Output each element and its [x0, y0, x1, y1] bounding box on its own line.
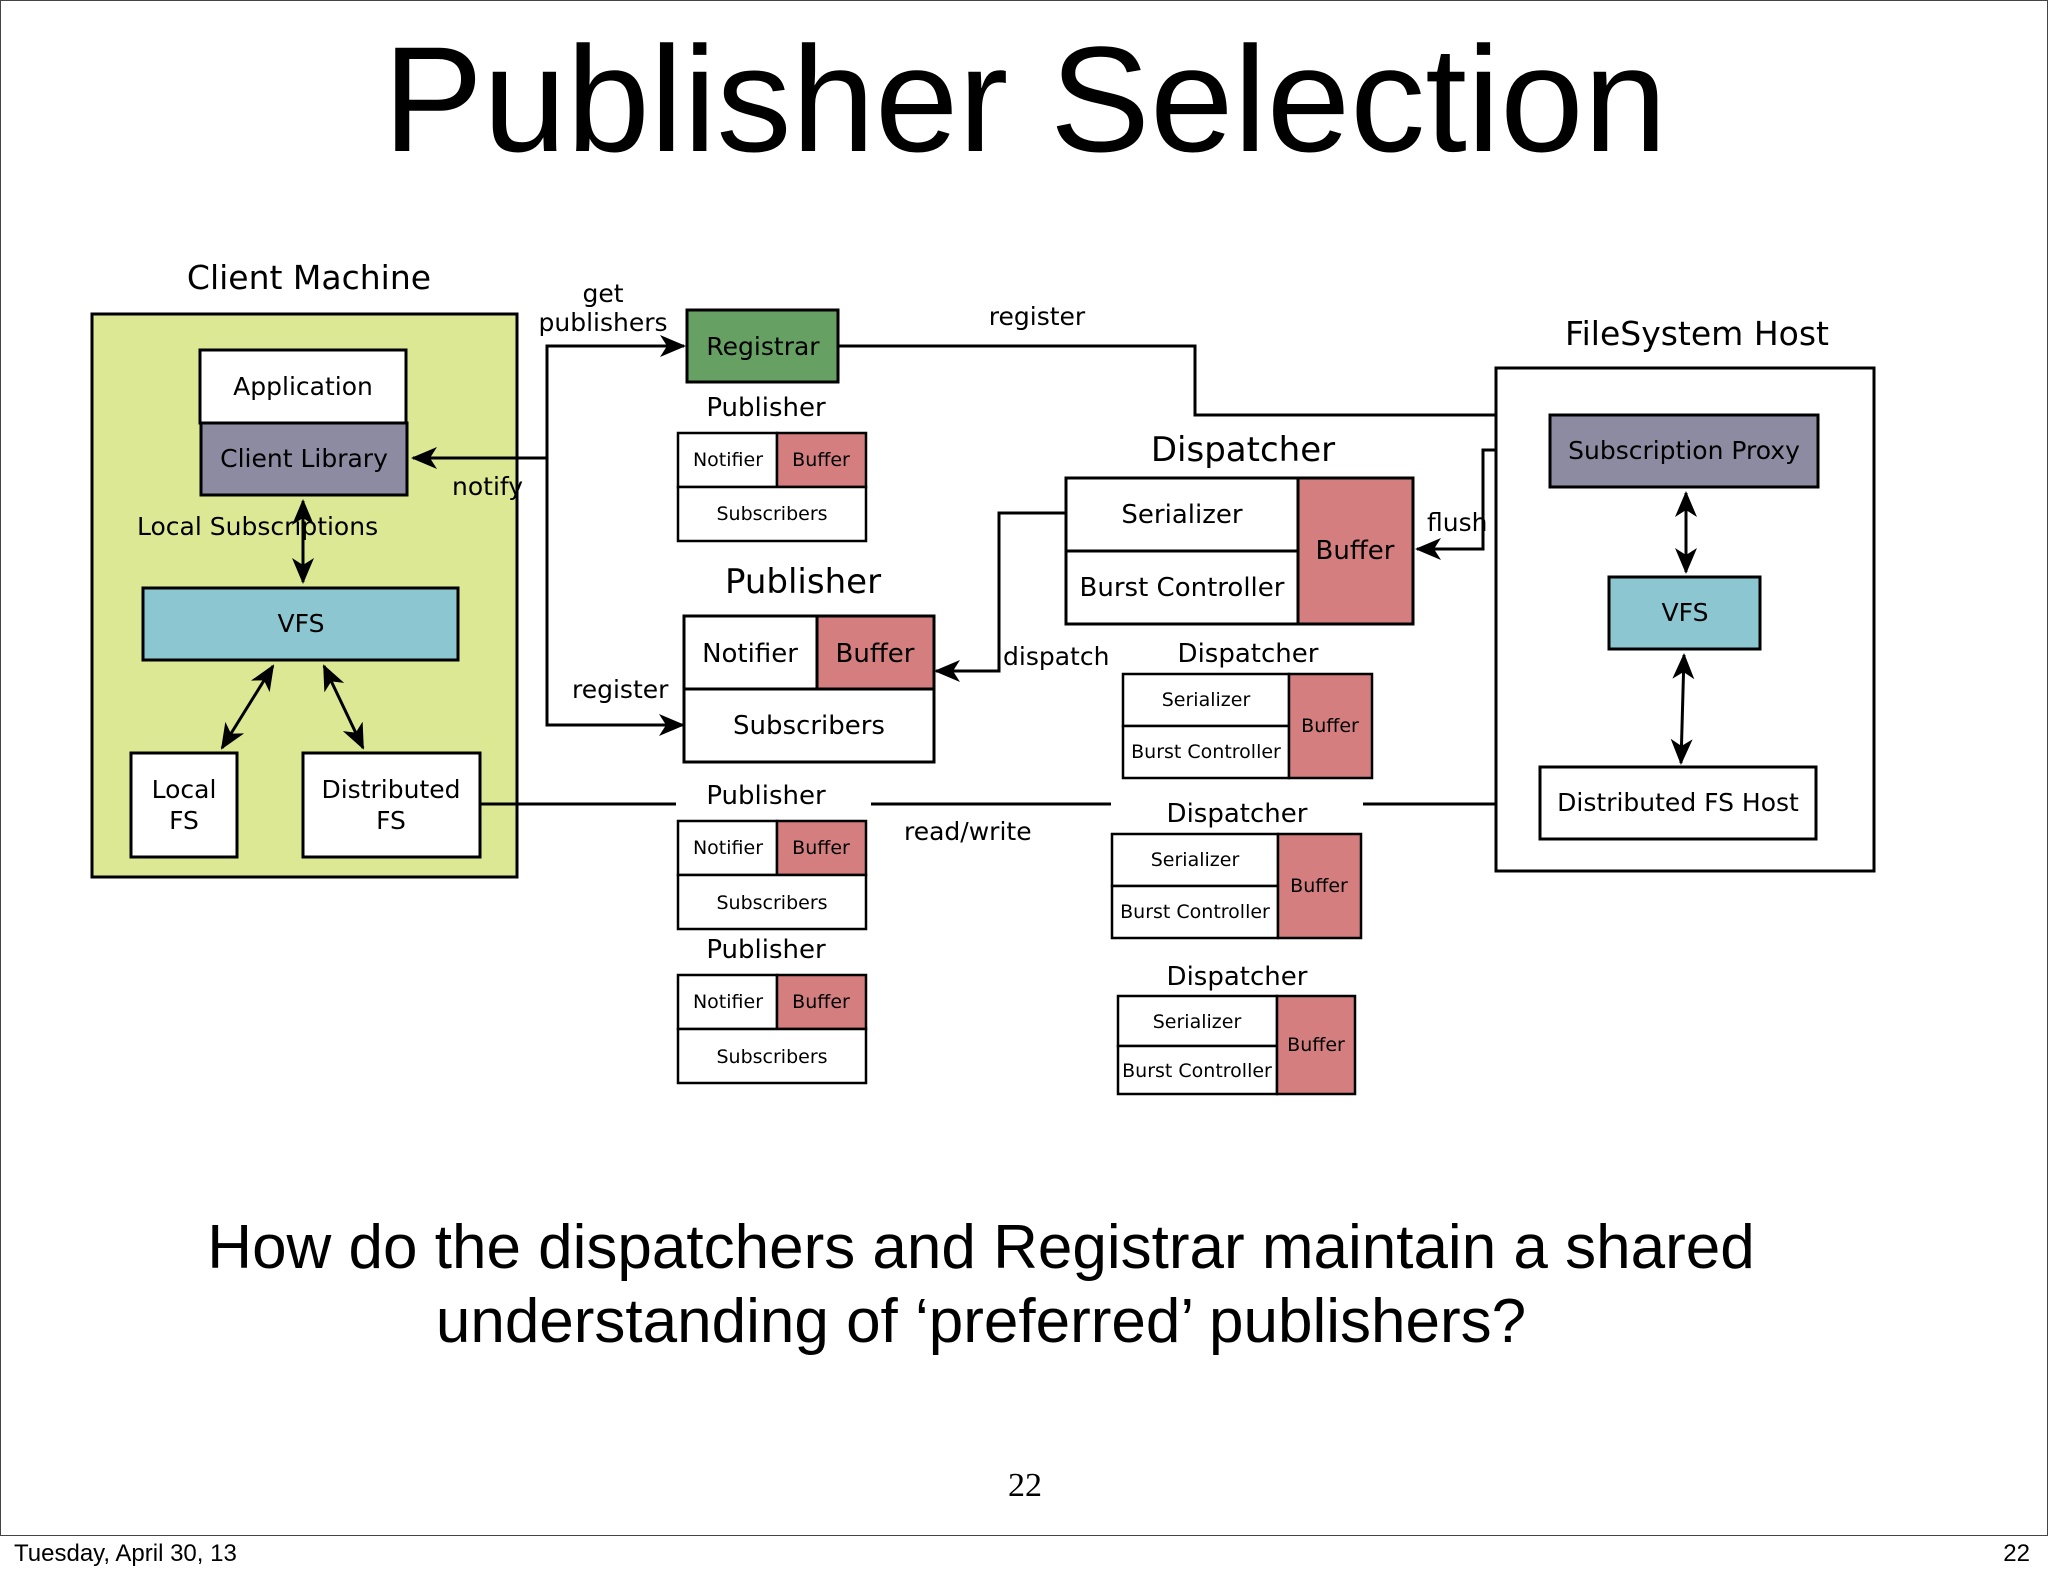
dispatcher-1-serializer-box — [1064, 476, 1300, 553]
dispatcher-2-serializer: Serializer — [1162, 689, 1251, 711]
vfs-dfshost-arrow — [1670, 653, 1695, 765]
architecture-diagram: Client Machine Application Client Librar… — [90, 258, 1876, 1096]
publisher-1-title: Publisher — [706, 393, 826, 423]
dispatcher-3-burst: Burst Controller — [1120, 901, 1270, 923]
client-library-label: Client Library — [220, 444, 388, 473]
publisher-4-buffer: Buffer — [792, 991, 850, 1013]
notify-label: notify — [452, 472, 523, 501]
distributed-fs-host-box — [1538, 765, 1818, 841]
publisher-1-subscribers-box — [676, 485, 868, 543]
publisher-2-buffer: Buffer — [836, 639, 915, 669]
register-top-connector — [838, 344, 1549, 426]
get-publishers-label-line1: get — [582, 279, 623, 308]
publisher-2-subscribers: Subscribers — [733, 711, 885, 741]
footer-page-number: 22 — [2003, 1540, 2030, 1567]
publisher-2-title: Publisher — [725, 562, 881, 602]
register-left-label: register — [572, 675, 669, 704]
registrar-label: Registrar — [706, 332, 820, 361]
read-write-label: read/write — [904, 817, 1032, 846]
publisher-2-subscribers-box — [682, 687, 936, 764]
publisher-4-title: Publisher — [706, 935, 826, 965]
vfs-localfs-arrow — [220, 664, 275, 750]
dispatcher-2-burst: Burst Controller — [1131, 741, 1281, 763]
get-publishers-connector — [545, 335, 686, 458]
host-vfs-label: VFS — [1662, 598, 1709, 627]
publisher-1-notifier: Notifier — [693, 449, 763, 471]
publisher-4-notifier: Notifier — [693, 991, 763, 1013]
dispatcher-4-buffer-box — [1275, 994, 1357, 1096]
get-publishers-label-line2: publishers — [538, 308, 667, 337]
distributed-fs-host-label: Distributed FS Host — [1557, 788, 1799, 817]
dispatcher-4-title: Dispatcher — [1167, 962, 1308, 992]
dispatcher-4-burst: Burst Controller — [1122, 1060, 1272, 1082]
local-subscriptions-label: Local Subscriptions — [137, 512, 378, 541]
publisher-1-notifier-box — [676, 431, 779, 489]
question-line-2: understanding of ‘preferred’ publishers? — [435, 1287, 1527, 1356]
distributed-fs-box — [301, 751, 482, 859]
vfs-distfs-arrow — [322, 664, 365, 750]
application-label: Application — [233, 372, 373, 401]
dispatcher-3-buffer-box — [1276, 832, 1363, 940]
dispatcher-3-serializer: Serializer — [1151, 849, 1240, 871]
publisher-3-buffer: Buffer — [792, 837, 850, 859]
register-left-connector — [545, 458, 685, 736]
filesystem-host-title: FileSystem Host — [1565, 314, 1829, 353]
publisher-2-buffer-box — [815, 614, 936, 691]
dispatcher-1-title: Dispatcher — [1151, 430, 1335, 470]
dispatcher-4-buffer: Buffer — [1287, 1034, 1345, 1056]
publisher-3-subscribers-box — [676, 873, 868, 931]
dispatcher-2-serializer-box — [1121, 672, 1291, 728]
client-vfs-box — [141, 586, 460, 662]
dispatcher-1-burst: Burst Controller — [1080, 573, 1285, 603]
local-fs-label-line1: Local — [152, 775, 217, 804]
dispatcher-4-serializer: Serializer — [1153, 1011, 1242, 1033]
publisher-1-buffer-box — [775, 431, 868, 489]
dispatcher-3-buffer: Buffer — [1290, 875, 1348, 897]
slide-question: How do the dispatchers and Registrar mai… — [151, 1211, 1811, 1359]
register-top-label: register — [989, 302, 1086, 331]
slide-number: 22 — [1008, 1467, 1042, 1504]
dispatcher-4-burst-box — [1116, 1044, 1279, 1096]
question-line-1: How do the dispatchers and Registrar mai… — [207, 1213, 1755, 1282]
client-vfs-label: VFS — [278, 609, 325, 638]
client-machine-title: Client Machine — [187, 258, 431, 297]
dispatcher-2-buffer: Buffer — [1301, 715, 1359, 737]
subscription-proxy-label: Subscription Proxy — [1568, 436, 1800, 465]
client-library-box — [199, 421, 409, 497]
subscription-proxy-box — [1548, 413, 1820, 489]
footer-date: Tuesday, April 30, 13 — [14, 1540, 237, 1567]
slide: Publisher Selection Client Machine Appli… — [0, 0, 2048, 1536]
publisher-2-notifier: Notifier — [702, 639, 798, 669]
publisher-3-notifier: Notifier — [693, 837, 763, 859]
publisher-3-title: Publisher — [706, 781, 826, 811]
dispatch-label: dispatch — [1003, 642, 1109, 671]
dispatch-connector — [934, 511, 1066, 682]
dispatcher-2-title: Dispatcher — [1178, 639, 1319, 669]
registrar-box — [685, 308, 840, 384]
dispatcher-1-serializer: Serializer — [1121, 500, 1242, 530]
local-fs-box — [129, 751, 239, 859]
distributed-fs-label-line2: FS — [376, 806, 406, 835]
dispatcher-2-burst-box — [1121, 724, 1291, 780]
dispatcher-3-serializer-box — [1110, 832, 1280, 888]
dispatcher-2-buffer-box — [1287, 672, 1374, 780]
distributed-fs-label-line1: Distributed — [321, 775, 460, 804]
publisher-3-subscribers: Subscribers — [716, 892, 827, 914]
dispatcher-1-buffer: Buffer — [1316, 536, 1395, 566]
dispatcher-1-buffer-box — [1296, 476, 1415, 626]
publisher-4-subscribers: Subscribers — [716, 1046, 827, 1068]
slide-title: Publisher Selection — [382, 15, 1668, 183]
publisher-1-subscribers: Subscribers — [716, 503, 827, 525]
dispatcher-1-burst-box — [1064, 549, 1300, 626]
publisher-4-subscribers-box — [676, 1027, 868, 1085]
publisher-4-buffer-box — [775, 973, 868, 1031]
publisher-1-buffer: Buffer — [792, 449, 850, 471]
application-box — [198, 348, 408, 425]
dispatcher-3-title: Dispatcher — [1167, 799, 1308, 829]
host-vfs-box — [1607, 575, 1762, 651]
local-fs-label-line2: FS — [169, 806, 199, 835]
